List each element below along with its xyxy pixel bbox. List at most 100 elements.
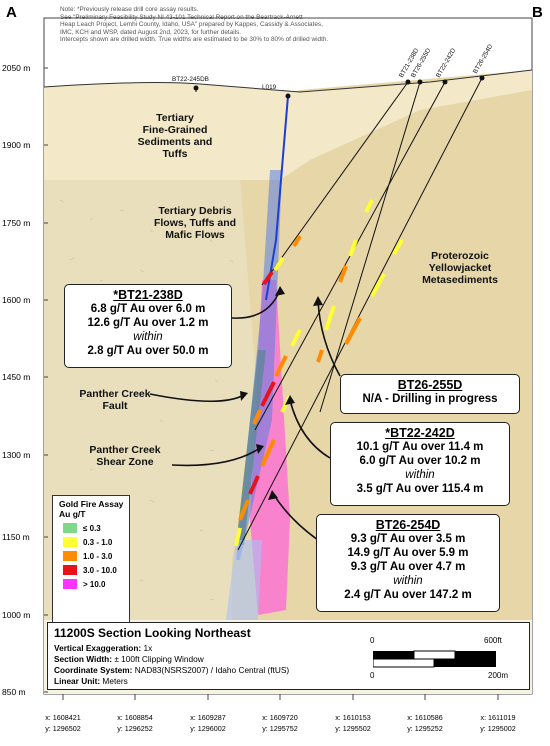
legend-item: 3.0 - 10.0 bbox=[63, 565, 129, 575]
info-label: Vertical Exaggeration: bbox=[54, 643, 142, 653]
tertiary-sediment-label: Tertiary Fine-Grained Sediments and Tuff… bbox=[110, 112, 240, 160]
elevation-label: 1300 m bbox=[2, 450, 31, 460]
legend-title-text: Gold Fire Assay bbox=[59, 499, 124, 509]
note-line: Heap Leach Project, Lemhi County, Idaho,… bbox=[60, 21, 323, 29]
callout-bt21-238d: *BT21-238D 6.8 g/T Au over 6.0 m 12.6 g/… bbox=[64, 284, 232, 368]
corner-b: B bbox=[532, 4, 543, 21]
collar-dots bbox=[193, 75, 485, 99]
unit-line: Panther Creek bbox=[79, 388, 151, 400]
assay-legend: Gold Fire Assay Au g/T ≤ 0.3 0.3 - 1.0 1… bbox=[52, 495, 130, 623]
x-coord-y: y: 1295252 bbox=[407, 724, 443, 733]
x-coord: x: 1611019 y: 1295002 bbox=[468, 712, 528, 734]
callout-within: within bbox=[405, 469, 435, 481]
info-value: NAD83(NSRS2007) / Idaho Central (ftUS) bbox=[134, 665, 290, 675]
callout-title: *BT21-238D bbox=[113, 288, 183, 302]
callout-line: 2.4 g/T Au over 147.2 m bbox=[344, 589, 472, 601]
note-line: See "Preliminary Feasibility Study NI 43… bbox=[60, 13, 303, 21]
callout-bt26-254d: BT26-254D 9.3 g/T Au over 3.5 m 14.9 g/T… bbox=[316, 514, 500, 612]
info-line: Linear Unit: Meters bbox=[54, 676, 128, 686]
callout-within: within bbox=[133, 331, 163, 343]
unit-line: Shear Zone bbox=[96, 456, 154, 468]
x-coord-y: y: 1295002 bbox=[480, 724, 516, 733]
x-coord-x: x: 1611019 bbox=[480, 713, 516, 722]
note-line: IMC, KCH and WSP, dated August 2nd, 2023… bbox=[60, 28, 242, 36]
x-coord-y: y: 1295752 bbox=[262, 724, 298, 733]
section-info-box: 11200S Section Looking Northeast Vertica… bbox=[47, 622, 530, 690]
x-coord-y: y: 1296252 bbox=[117, 724, 153, 733]
x-coord-x: x: 1609720 bbox=[262, 713, 298, 722]
callout-line: N/A - Drilling in progress bbox=[362, 393, 498, 405]
unit-line: Fault bbox=[102, 400, 128, 412]
elevation-label: 2050 m bbox=[2, 63, 31, 73]
scale-bar bbox=[373, 650, 496, 668]
legend-item: ≤ 0.3 bbox=[63, 523, 129, 533]
x-coord-y: y: 1295502 bbox=[335, 724, 371, 733]
legend-label: > 10.0 bbox=[83, 579, 106, 589]
drillhole-l019 bbox=[265, 95, 289, 301]
unit-line: Proterozoic bbox=[431, 250, 489, 262]
note-line: Note: *Previously release drill core ass… bbox=[60, 6, 199, 13]
topographic-surface bbox=[43, 69, 533, 93]
unit-line: Yellowjacket bbox=[428, 262, 492, 274]
x-ticks bbox=[62, 694, 499, 700]
callout-line: 3.5 g/T Au over 115.4 m bbox=[356, 483, 484, 495]
info-line: Vertical Exaggeration: 1x bbox=[54, 643, 152, 653]
elevation-label: 1450 m bbox=[2, 372, 31, 382]
legend-item: 1.0 - 3.0 bbox=[63, 551, 129, 561]
elevation-label: 1750 m bbox=[2, 218, 31, 228]
elevation-label: 850 m bbox=[2, 687, 26, 697]
callout-title: *BT22-242D bbox=[385, 426, 455, 440]
callout-line: 9.3 g/T Au over 4.7 m bbox=[350, 561, 466, 573]
callout-line: 2.8 g/T Au over 50.0 m bbox=[87, 345, 209, 357]
x-coord: x: 1608854 y: 1296252 bbox=[105, 712, 165, 734]
x-coord-x: x: 1608421 bbox=[45, 713, 81, 722]
legend-swatch bbox=[63, 565, 77, 575]
legend-swatch bbox=[63, 523, 77, 533]
elevation-label: 1000 m bbox=[2, 610, 31, 620]
x-coord-y: y: 1296502 bbox=[45, 724, 81, 733]
legend-unit: Au g/T bbox=[59, 509, 86, 519]
x-coord-y: y: 1296002 bbox=[190, 724, 226, 733]
tertiary-sediment-unit bbox=[44, 70, 532, 180]
x-coord: x: 1610153 y: 1295502 bbox=[323, 712, 383, 734]
legend-label: ≤ 0.3 bbox=[83, 523, 101, 533]
hole-label-l019: L019 bbox=[262, 84, 277, 91]
x-coord: x: 1608421 y: 1296502 bbox=[33, 712, 93, 734]
legend-label: 0.3 - 1.0 bbox=[83, 537, 113, 547]
callout-line: 14.9 g/T Au over 5.9 m bbox=[347, 547, 469, 559]
unit-line: Flows, Tuffs and bbox=[153, 217, 237, 229]
hole-label-bt22-245db: BT22-245DB bbox=[172, 76, 209, 83]
note-line: Intercepts shown are drilled width. True… bbox=[60, 36, 329, 44]
proterozoic-label: Proterozoic Yellowjacket Metasediments bbox=[400, 250, 520, 286]
elevation-label: 1900 m bbox=[2, 140, 31, 150]
assay-intervals bbox=[234, 199, 404, 547]
unit-line: Tuffs bbox=[162, 148, 188, 160]
section-heading: 11200S Section Looking Northeast bbox=[54, 626, 251, 640]
drillhole-bt21-238d bbox=[261, 81, 409, 286]
arrow-heads bbox=[240, 286, 323, 500]
note-block: Note: *Previously release drill core ass… bbox=[60, 6, 360, 44]
callout-bt22-242d: *BT22-242D 10.1 g/T Au over 11.4 m 6.0 g… bbox=[330, 422, 510, 506]
unit-line: Tertiary Debris bbox=[158, 205, 232, 217]
legend-item: > 10.0 bbox=[63, 579, 129, 589]
legend-label: 1.0 - 3.0 bbox=[83, 551, 113, 561]
info-value: 1x bbox=[143, 643, 153, 653]
elevation-ticks bbox=[44, 67, 48, 693]
callout-line: 6.0 g/T Au over 10.2 m bbox=[359, 455, 481, 467]
x-coord-x: x: 1610153 bbox=[335, 713, 371, 722]
info-label: Section Width: bbox=[54, 654, 112, 664]
elevation-label: 1600 m bbox=[2, 295, 31, 305]
callout-line: 6.8 g/T Au over 6.0 m bbox=[90, 303, 206, 315]
info-label: Coordinate System: bbox=[54, 665, 133, 675]
x-coord-x: x: 1608854 bbox=[117, 713, 153, 722]
tertiary-debris-label: Tertiary Debris Flows, Tuffs and Mafic F… bbox=[130, 205, 260, 241]
drillhole-bt26-255d bbox=[319, 81, 421, 413]
legend-swatch bbox=[63, 537, 77, 547]
info-label: Linear Unit: bbox=[54, 676, 101, 686]
scale-ft: 600ft bbox=[484, 636, 502, 645]
info-value: Meters bbox=[102, 676, 128, 686]
unit-line: Panther Creek bbox=[89, 444, 161, 456]
corner-a: A bbox=[6, 4, 17, 21]
